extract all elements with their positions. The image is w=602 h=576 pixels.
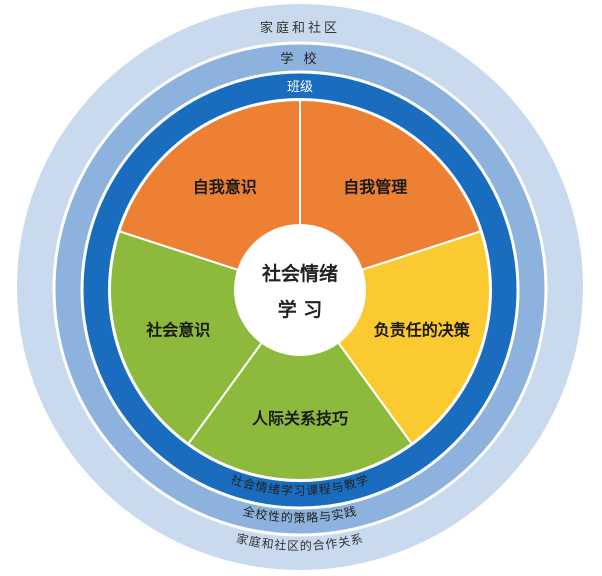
center-label-line2: 学 习 [278,298,323,321]
wedge-label: 自我管理 [343,177,407,196]
center-circle [234,224,366,356]
wedge-label: 社会意识 [145,321,210,340]
middle-ring-label: 学 校 [280,51,319,67]
inner-ring-label: 班级 [287,80,313,95]
center-label-line1: 社会情绪 [261,262,338,285]
outer-ring-label: 家庭和社区 [260,20,340,36]
wedge-label: 负责任的决策 [374,321,471,340]
wedge-label: 人际关系技巧 [252,409,348,428]
wedge-label: 自我意识 [193,177,257,196]
wedge-3 [186,288,414,481]
